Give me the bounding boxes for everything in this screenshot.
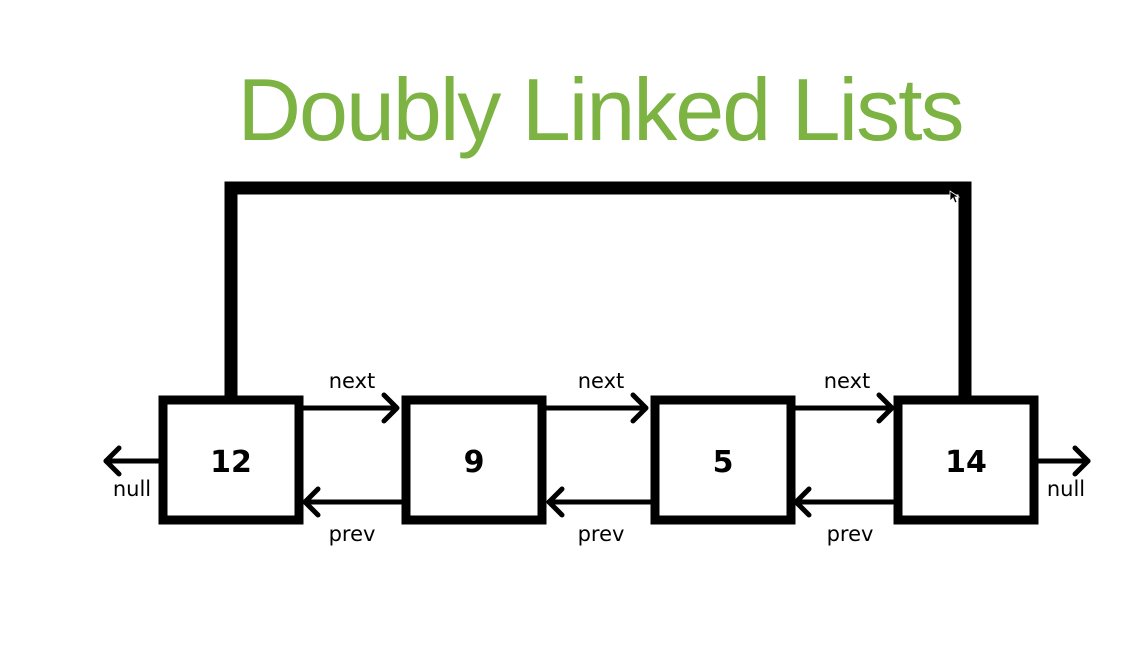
node-14: 14	[893, 395, 1039, 525]
node-box	[893, 395, 1039, 525]
node-box	[650, 395, 796, 525]
next-arrow	[793, 392, 895, 424]
node-value: 14	[945, 445, 987, 480]
node-9: 9	[401, 395, 547, 525]
diagram-title: Doubly Linked Lists	[237, 60, 962, 159]
right-null-arrow	[1036, 445, 1091, 477]
next-label: next	[824, 369, 871, 393]
node-12: 12	[158, 395, 304, 525]
prev-arrow	[546, 486, 653, 518]
mouse-cursor-icon	[949, 190, 961, 204]
node-box	[158, 395, 304, 525]
node-5: 5	[650, 395, 796, 525]
prev-arrow	[302, 486, 404, 518]
next-label: next	[578, 369, 625, 393]
circular-wrap-connector	[224, 181, 972, 400]
prev-label: prev	[329, 522, 376, 546]
next-arrow	[544, 392, 649, 424]
right-null-label: null	[1047, 477, 1085, 501]
next-arrow	[300, 392, 400, 424]
prev-label: prev	[578, 522, 625, 546]
node-value: 5	[713, 445, 734, 480]
left-null-label: null	[113, 477, 151, 501]
next-label: next	[329, 369, 376, 393]
node-value: 9	[464, 445, 485, 480]
left-null-arrow	[103, 445, 161, 477]
node-value: 12	[210, 445, 252, 480]
prev-label: prev	[827, 522, 874, 546]
node-box	[401, 395, 547, 525]
prev-arrow	[793, 486, 896, 518]
